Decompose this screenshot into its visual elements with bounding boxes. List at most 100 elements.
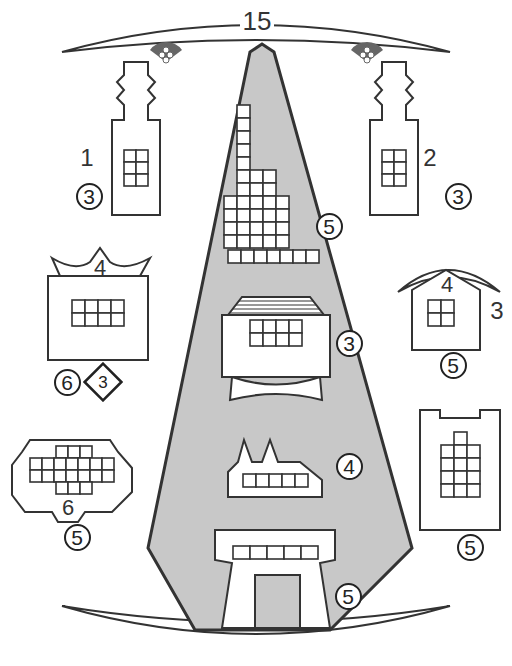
window-cell — [237, 222, 250, 235]
castle-outline — [228, 440, 322, 497]
window-cell — [269, 474, 282, 487]
part-label: 6 — [62, 497, 74, 519]
callout-number: 3 — [83, 186, 95, 207]
window-cell — [66, 470, 78, 482]
callout-number: 5 — [464, 537, 476, 558]
window-cell — [454, 484, 467, 497]
window-cell — [237, 157, 250, 170]
window-cell — [382, 162, 394, 174]
part-label: 3 — [490, 299, 503, 323]
window-cell — [241, 250, 254, 263]
callout-number: 5 — [447, 355, 459, 376]
window-cell — [394, 162, 406, 174]
window-cell — [224, 196, 237, 209]
window-cell — [263, 170, 276, 183]
window-cell — [56, 446, 68, 458]
window-cell — [102, 470, 114, 482]
window-cell — [224, 235, 237, 248]
value-circle: 3 — [336, 330, 363, 357]
value-circle: 5 — [457, 534, 484, 561]
window-cell — [98, 300, 111, 313]
window-cell — [136, 150, 148, 162]
window-cell — [394, 150, 406, 162]
window-cell — [441, 313, 454, 326]
callout-number: 3 — [98, 374, 107, 391]
window-cell — [237, 209, 250, 222]
window-cell — [263, 235, 276, 248]
window-cell — [237, 105, 250, 118]
window-cell — [237, 131, 250, 144]
window-cell — [454, 471, 467, 484]
window-cell — [467, 471, 480, 484]
window-cell — [237, 118, 250, 131]
window-cell — [85, 313, 98, 326]
window-cell — [289, 320, 302, 333]
window-cell — [98, 313, 111, 326]
window-cell — [56, 482, 68, 494]
window-cell — [68, 482, 80, 494]
window-cell — [124, 174, 136, 186]
window-cell — [301, 546, 318, 559]
window-cell — [237, 183, 250, 196]
value-circle: 6 — [54, 369, 81, 396]
window-cell — [454, 458, 467, 471]
window-cell — [250, 183, 263, 196]
window-cell — [30, 470, 42, 482]
part-label: 2 — [423, 146, 436, 170]
window-cell — [394, 174, 406, 186]
window-cell — [80, 446, 92, 458]
box-outline — [48, 276, 148, 360]
window-cell — [124, 150, 136, 162]
window-cell — [111, 300, 124, 313]
window-cell — [284, 546, 301, 559]
window-cell — [263, 320, 276, 333]
window-cell — [54, 458, 66, 470]
window-cell — [263, 209, 276, 222]
window-cell — [289, 333, 302, 346]
building-outline — [112, 62, 160, 215]
building-outline — [370, 62, 418, 215]
window-cell — [42, 470, 54, 482]
window-cell — [276, 222, 289, 235]
value-circle: 5 — [440, 352, 467, 379]
window-cell — [233, 546, 250, 559]
gate-outline — [215, 530, 335, 628]
window-cell — [467, 484, 480, 497]
callout-number: 6 — [61, 372, 73, 393]
window-cell — [68, 446, 80, 458]
window-cell — [295, 474, 308, 487]
window-cell — [124, 162, 136, 174]
window-grids — [30, 105, 480, 559]
tower-outline — [420, 410, 500, 530]
window-cell — [224, 222, 237, 235]
window-cell — [306, 250, 319, 263]
window-cell — [136, 162, 148, 174]
window-cell — [85, 300, 98, 313]
value-circle: 5 — [64, 524, 91, 551]
window-cell — [237, 170, 250, 183]
window-cell — [224, 209, 237, 222]
box-outline — [222, 315, 330, 377]
window-cell — [54, 470, 66, 482]
house-outline — [412, 270, 480, 350]
window-cell — [263, 183, 276, 196]
window-cell — [237, 196, 250, 209]
window-cell — [136, 174, 148, 186]
window-cell — [254, 250, 267, 263]
callout-number: 3 — [452, 186, 464, 207]
window-cell — [72, 300, 85, 313]
cloud-outline — [12, 440, 132, 522]
window-cell — [250, 320, 263, 333]
value-circle: 4 — [336, 453, 363, 480]
window-cell — [78, 458, 90, 470]
window-cell — [250, 222, 263, 235]
value-circle: 5 — [316, 213, 343, 240]
window-cell — [276, 320, 289, 333]
window-cell — [382, 174, 394, 186]
window-cell — [441, 445, 454, 458]
window-cell — [80, 482, 92, 494]
roof-outline — [228, 297, 324, 315]
part-label: 4 — [441, 274, 453, 296]
window-cell — [382, 150, 394, 162]
